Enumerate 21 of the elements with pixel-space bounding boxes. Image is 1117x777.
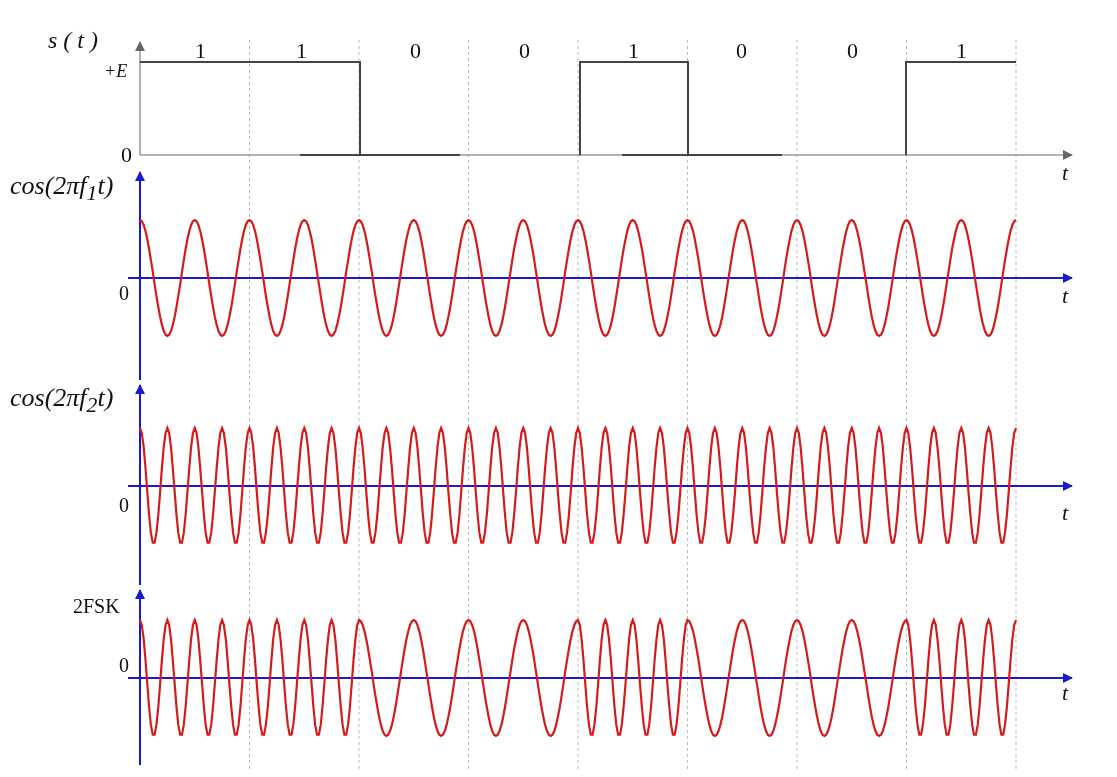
axis-label: 2FSK bbox=[73, 596, 120, 616]
axis-label: t bbox=[1062, 502, 1069, 524]
tick-label: 0 bbox=[119, 495, 129, 515]
axis-label: t bbox=[1062, 682, 1069, 704]
tick-label: 0 bbox=[119, 283, 129, 303]
tick-label: 0 bbox=[121, 144, 132, 166]
axis-label: cos(2πf$_{1}$t) bbox=[10, 173, 114, 205]
bit-value: 1 bbox=[628, 40, 639, 62]
axis-label: s ( t ) bbox=[48, 28, 98, 52]
axis-label: t bbox=[1062, 285, 1069, 307]
bit-value: 1 bbox=[296, 40, 307, 62]
bit-value: 1 bbox=[956, 40, 967, 62]
tick-label: +E bbox=[104, 62, 128, 80]
axis-label: cos(2πf$_{2}$t) bbox=[10, 385, 114, 417]
bit-value: 0 bbox=[847, 40, 858, 62]
bit-value: 1 bbox=[195, 40, 206, 62]
bit-value: 0 bbox=[410, 40, 421, 62]
axis-label: t bbox=[1062, 162, 1069, 184]
tick-label: 0 bbox=[119, 655, 129, 675]
bit-value: 0 bbox=[736, 40, 747, 62]
bit-value: 0 bbox=[519, 40, 530, 62]
